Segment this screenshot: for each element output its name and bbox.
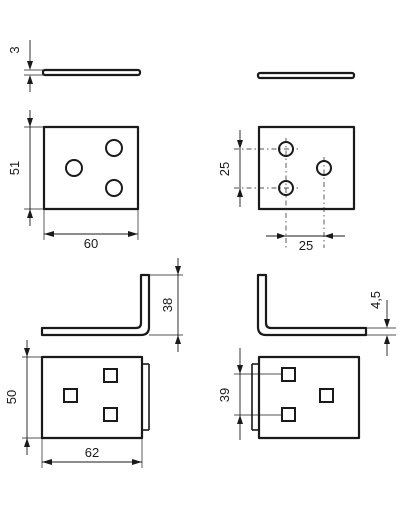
- round-hole: [105, 139, 123, 157]
- plate-edge-right: [256, 71, 356, 80]
- angle-bracket-front-view: 50 62: [4, 340, 150, 468]
- flat-plate-front-view-dimensioned: 25 25: [217, 125, 356, 253]
- plate-body-left: [42, 125, 140, 211]
- dimension-angle-height-label: 50: [4, 390, 19, 404]
- square-hole: [103, 368, 118, 383]
- dimension-angle-thickness-label: 4,5: [368, 291, 383, 309]
- angle-plate-body-right: [257, 355, 361, 440]
- plate-edge-left: [41, 68, 142, 77]
- angle-bracket-side-view-right: 4,5: [256, 273, 396, 356]
- angle-bracket-side-view: 38: [40, 258, 183, 352]
- dimension-angle-width-label: 62: [85, 445, 99, 460]
- angle-plate-body-left: [40, 355, 144, 440]
- angle-profile-right: [256, 273, 368, 337]
- round-hole: [105, 179, 123, 197]
- round-hole: [65, 159, 83, 177]
- flat-plate-front-view: 51 60: [7, 110, 140, 251]
- plate-body-right: [257, 125, 356, 211]
- flat-plate-edge-view-right: [256, 71, 356, 80]
- angle-profile-left: [40, 273, 151, 337]
- square-hole: [281, 367, 296, 382]
- flat-plate-edge-view: 3: [7, 40, 142, 92]
- dimension-angle-hole-spacing-label: 39: [217, 388, 232, 402]
- dimension-width-label: 60: [84, 236, 98, 251]
- square-hole: [319, 388, 334, 403]
- dimension-hole-spacing-vertical-label: 25: [217, 162, 232, 176]
- dimension-flange-height-label: 38: [160, 298, 175, 312]
- dimension-height-label: 51: [7, 161, 22, 175]
- square-hole: [63, 388, 78, 403]
- dimension-thickness-label: 3: [7, 46, 22, 53]
- angle-bracket-front-view-dimensioned: 39: [217, 348, 361, 440]
- square-hole: [103, 407, 118, 422]
- square-hole: [281, 407, 296, 422]
- dimension-hole-spacing-horizontal-label: 25: [299, 238, 313, 253]
